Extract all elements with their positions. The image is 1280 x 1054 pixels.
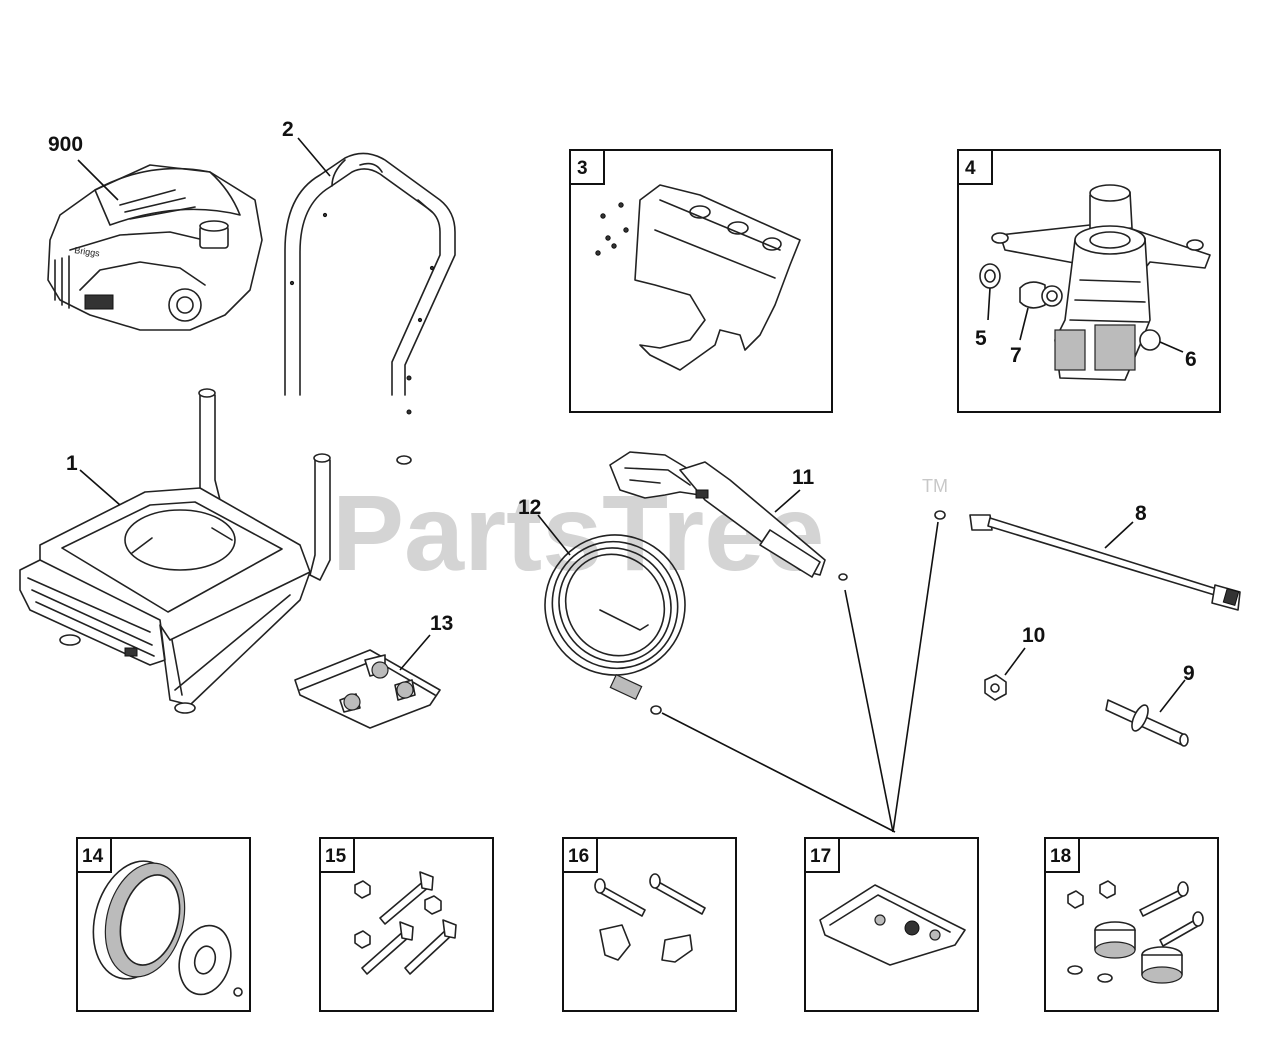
part-axle-pin[interactable] <box>1105 699 1189 747</box>
box-17[interactable]: 17 <box>804 837 979 1012</box>
leader-12 <box>537 514 571 556</box>
callout-5: 5 <box>975 327 987 350</box>
box-18-number: 18 <box>1050 846 1071 867</box>
leader-8 <box>1104 521 1134 549</box>
leader-5 <box>987 287 991 321</box>
part-hose[interactable] <box>518 508 713 715</box>
callout-8: 8 <box>1135 502 1147 525</box>
box-3[interactable]: 3 <box>569 149 833 413</box>
callout-13: 13 <box>430 612 453 635</box>
callout-1: 1 <box>66 452 78 475</box>
leader-9 <box>1159 679 1186 713</box>
engine-brand-label: Briggs <box>74 245 101 259</box>
part-spray-gun[interactable] <box>609 451 848 581</box>
leader-7 <box>1019 307 1029 341</box>
leader-13 <box>399 634 431 671</box>
callout-11: 11 <box>792 466 815 489</box>
callout-2: 2 <box>282 118 294 141</box>
box-3-number: 3 <box>577 158 588 179</box>
part-bolt-set-16 <box>594 873 706 963</box>
part-nut[interactable] <box>984 674 1007 701</box>
leader-1 <box>79 469 121 506</box>
part-bracket <box>595 184 801 371</box>
leader-2 <box>297 137 331 177</box>
box-17-number: 17 <box>810 846 831 867</box>
box-18[interactable]: 18 <box>1044 837 1219 1012</box>
part-handle[interactable] <box>284 152 456 465</box>
callout-9: 9 <box>1183 662 1195 685</box>
leader-900 <box>77 159 119 201</box>
box-16[interactable]: 16 <box>562 837 737 1012</box>
part-nozzle-bag[interactable] <box>294 649 441 729</box>
leader-11 <box>774 489 801 513</box>
callout-900: 900 <box>48 133 83 156</box>
part-nozzle-holder <box>819 884 966 966</box>
part-bolt-set-15 <box>354 871 457 975</box>
box-15-number: 15 <box>325 846 347 867</box>
callout-10: 10 <box>1022 624 1045 647</box>
part-bumper-set <box>1067 880 1204 984</box>
box-4-number: 4 <box>965 158 976 179</box>
box-14[interactable]: 14 <box>76 837 251 1012</box>
part-wheel <box>92 860 243 997</box>
leader-10 <box>1004 647 1026 676</box>
part-frame[interactable] <box>19 388 331 714</box>
watermark-trademark: TM <box>922 476 948 496</box>
callout-6: 6 <box>1185 348 1197 371</box>
box-15[interactable]: 15 <box>319 837 494 1012</box>
part-pump <box>979 184 1211 381</box>
callout-12: 12 <box>518 496 541 519</box>
box-4[interactable]: 4 5 7 6 <box>957 149 1221 413</box>
box-14-number: 14 <box>82 846 104 867</box>
leader-6 <box>1159 341 1184 353</box>
part-engine[interactable]: Briggs <box>47 164 263 331</box>
part-wand[interactable] <box>934 510 1241 611</box>
leaders-to-box-17 <box>661 521 939 833</box>
box-16-number: 16 <box>568 846 589 867</box>
callout-7: 7 <box>1010 344 1022 367</box>
